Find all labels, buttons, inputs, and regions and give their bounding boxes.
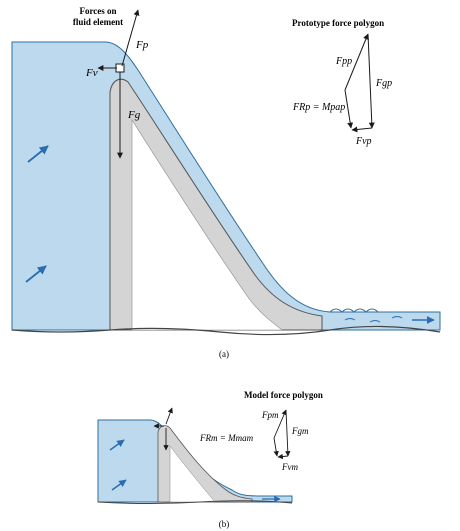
polygon-resultant: [344, 89, 354, 129]
fluid-element: [115, 63, 125, 73]
model-polygon-gravity: [285, 409, 291, 457]
model-polygon-title: Model force polygon: [244, 390, 323, 400]
model-ground: [97, 500, 293, 504]
prototype-ripple: [329, 308, 379, 313]
prototype-ripple: [344, 316, 403, 323]
polygon-gravity: [367, 33, 375, 129]
model-polygon-pressure: [273, 409, 287, 439]
model-label-frm: FRm = Mmam: [199, 433, 254, 443]
prototype-ground: [11, 325, 441, 336]
model-polygon-resultant: [273, 437, 279, 457]
poly-label-frp: FRp = Mpap: [292, 102, 345, 113]
caption-b: (b): [219, 519, 230, 529]
model-polygon-viscous: [277, 453, 289, 460]
label-fv: Fv: [85, 67, 98, 79]
polygon-viscous: [351, 126, 373, 133]
flow-arrow: [25, 265, 47, 283]
polygon-pressure: [344, 33, 369, 91]
prototype-polygon-title: Prototype force polygon: [292, 18, 384, 28]
caption-a: (a): [219, 349, 229, 359]
flow-arrow: [111, 479, 127, 491]
element-title: Forces on: [79, 6, 116, 16]
model-pressure-arrow: [165, 407, 173, 425]
flow-arrow: [109, 439, 125, 451]
model-label-fpm: Fpm: [261, 410, 279, 420]
model-label-fgm: Fgm: [291, 426, 309, 436]
label-fp: Fp: [135, 39, 149, 51]
prototype-spillway-hollow: [131, 118, 283, 331]
model-panel: Model force polygon Fpm Fgm FRm = Mmam F…: [97, 390, 323, 529]
prototype-panel: Forces on fluid element Fp Fv Fg Prototy…: [11, 6, 441, 359]
poly-label-fvp: Fvp: [355, 136, 372, 147]
element-title: fluid element: [73, 17, 123, 27]
flow-arrow: [27, 145, 49, 163]
pressure-force-arrow: [121, 9, 140, 67]
label-fg: Fg: [127, 109, 141, 121]
model-label-fvm: Fvm: [281, 462, 298, 472]
poly-label-fgp: Fgp: [375, 78, 392, 89]
poly-label-fpp: Fpp: [335, 56, 352, 67]
